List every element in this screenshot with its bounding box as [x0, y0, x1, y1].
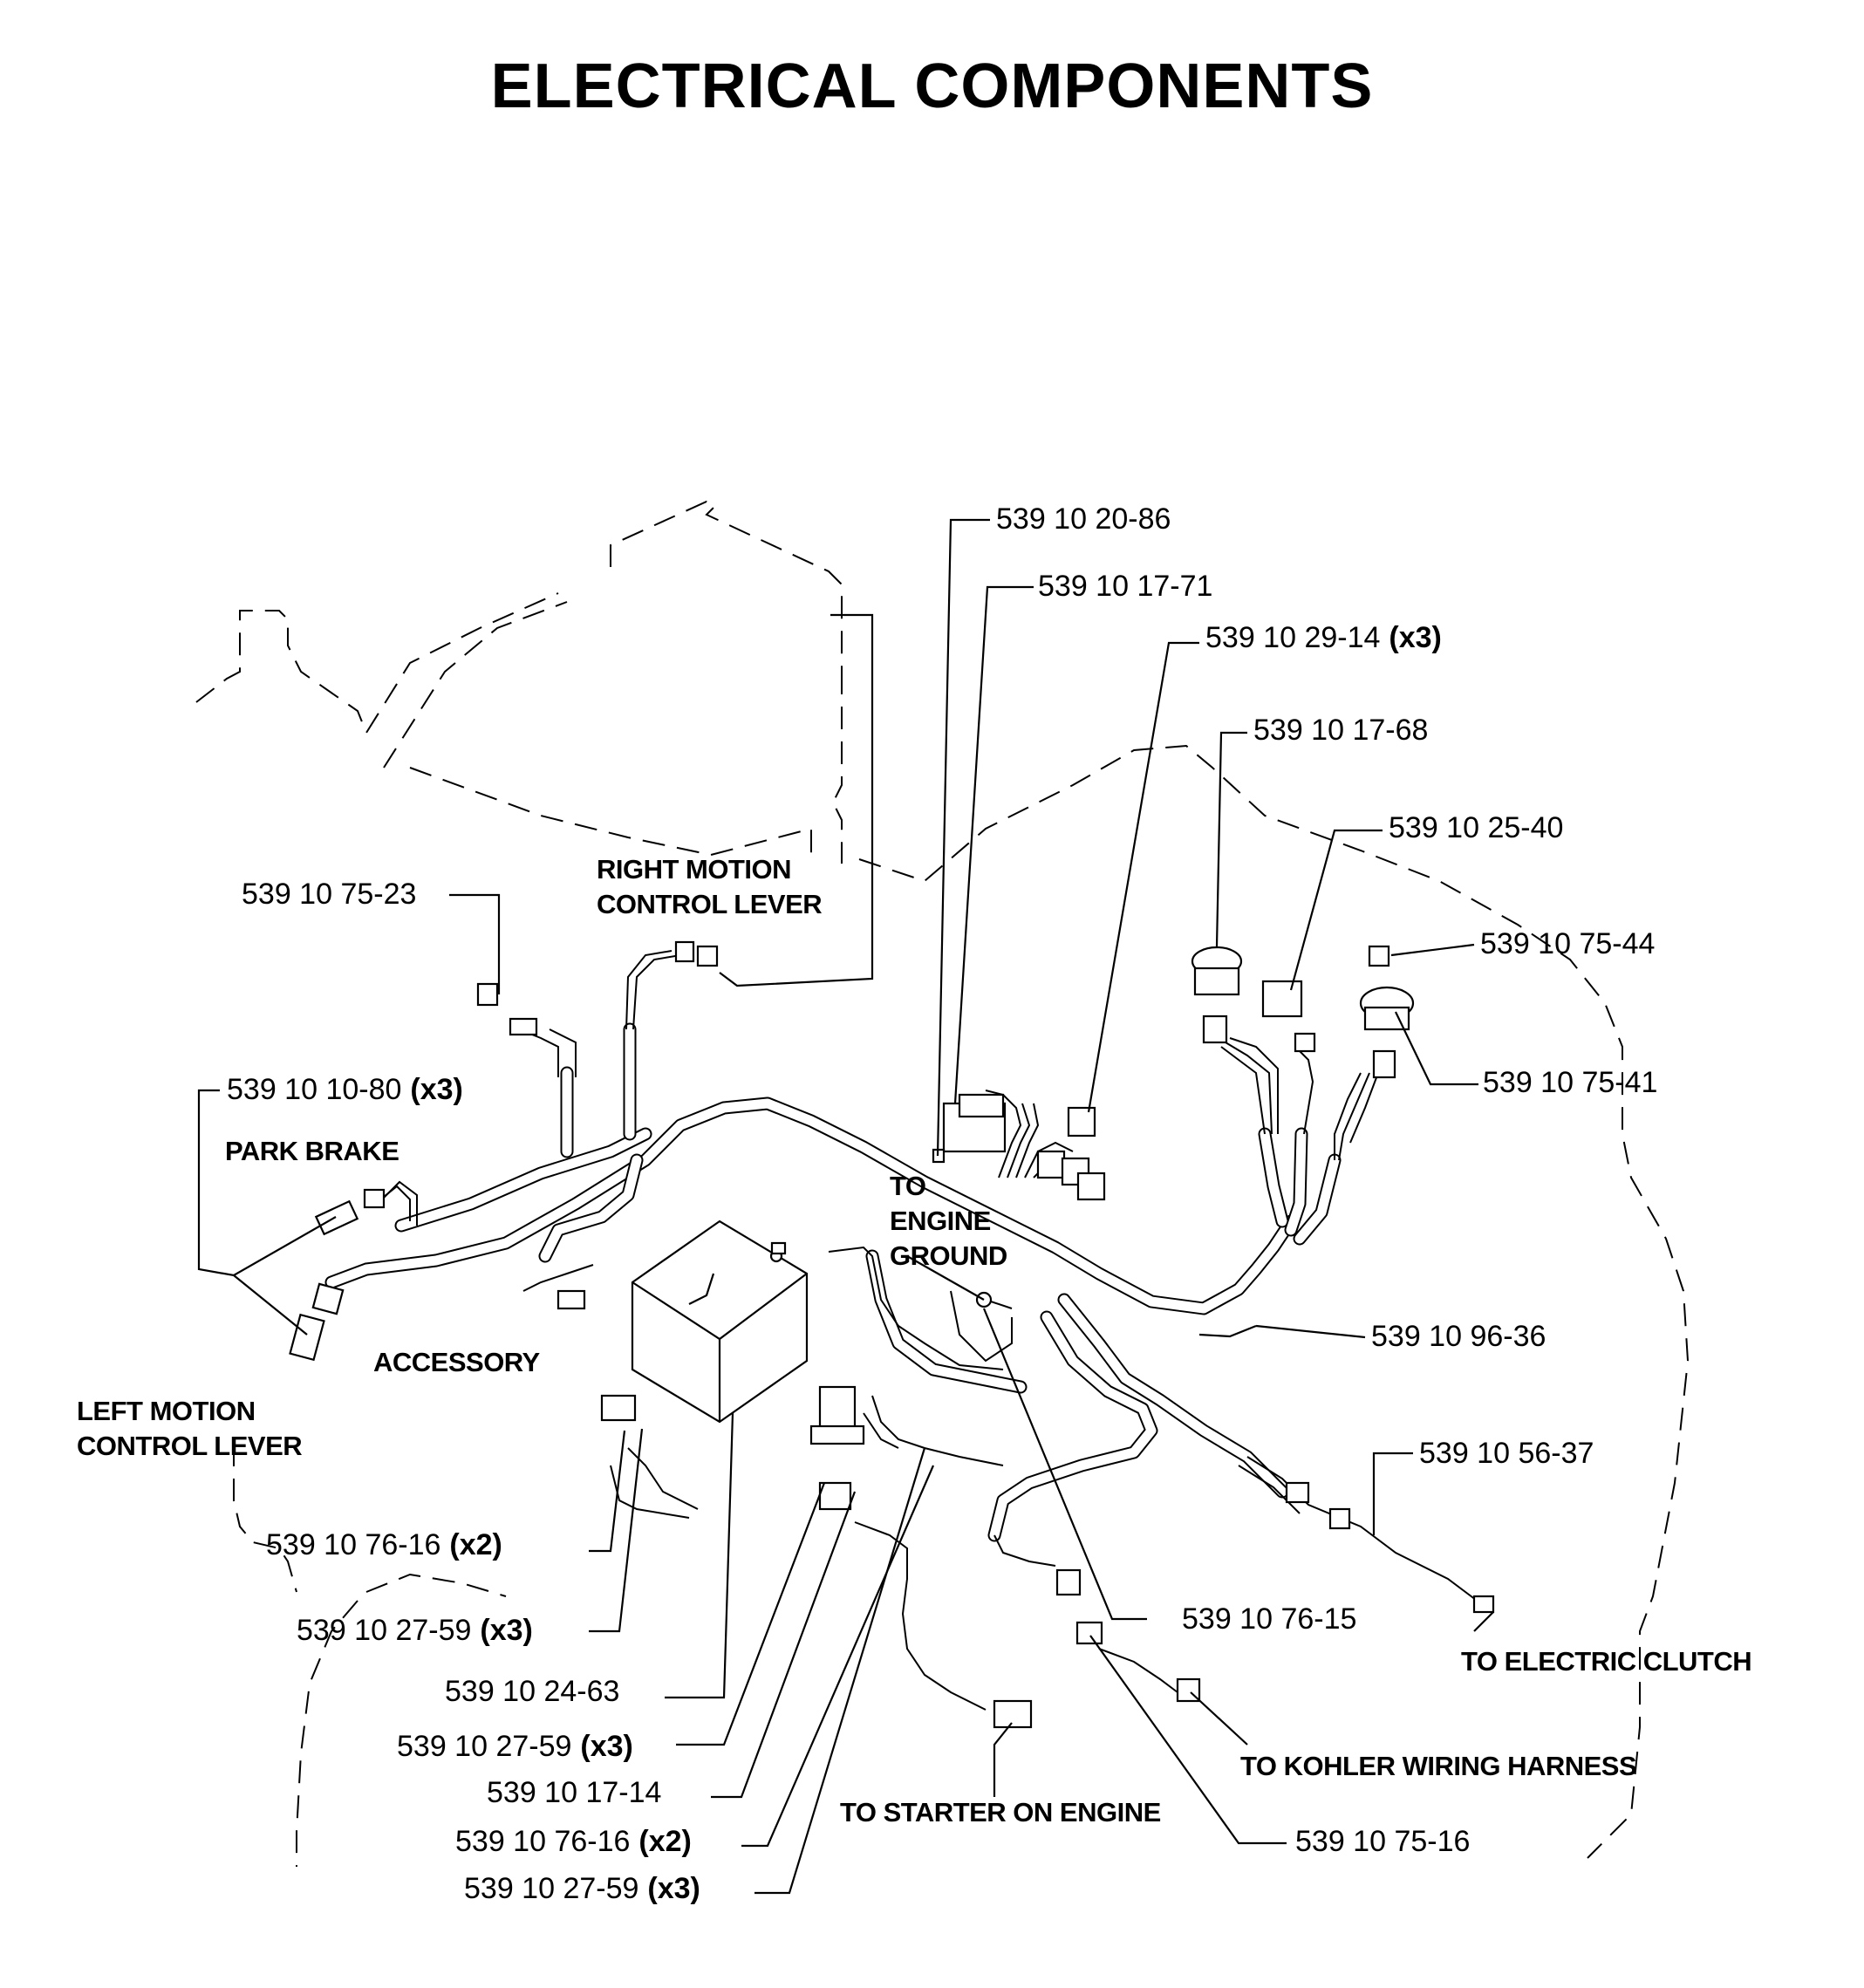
- part-label: 539 10 27-59(x3): [464, 1872, 700, 1905]
- part-label: 539 10 75-23: [242, 878, 416, 911]
- part-label: 539 10 76-16(x2): [266, 1528, 502, 1561]
- part-label: 539 10 29-14(x3): [1205, 621, 1442, 654]
- label-right-motion-2: CONTROL LEVER: [597, 889, 822, 919]
- part-label: 539 10 25-40: [1389, 811, 1563, 844]
- connector-parts: [289, 940, 1495, 1729]
- main-harness: [324, 1022, 1342, 1542]
- page-title: ELECTRICAL COMPONENTS: [490, 51, 1374, 121]
- label-park-brake: PARK BRAKE: [225, 1136, 399, 1166]
- part-label: 539 10 27-59(x3): [297, 1614, 533, 1647]
- part-label: 539 10 17-14: [487, 1776, 661, 1809]
- label-engine-ground-2: ENGINE: [890, 1206, 991, 1236]
- leader-lines: [197, 518, 1494, 1895]
- battery: [631, 1219, 809, 1424]
- part-label: 539 10 76-15: [1182, 1602, 1356, 1636]
- part-label: 539 10 20-86: [996, 502, 1171, 536]
- part-label: 539 10 75-41: [1483, 1066, 1657, 1099]
- part-label: 539 10 27-59(x3): [397, 1730, 633, 1763]
- label-starter: TO STARTER ON ENGINE: [840, 1797, 1161, 1827]
- chassis-outline: [195, 500, 1690, 1867]
- label-engine-ground: TO: [890, 1171, 926, 1201]
- description-labels: RIGHT MOTION CONTROL LEVER PARK BRAKE AC…: [77, 854, 1752, 1827]
- part-label: 539 10 75-16: [1295, 1825, 1470, 1858]
- label-electric-clutch: TO ELECTRIC CLUTCH: [1461, 1646, 1751, 1677]
- wires: [374, 950, 1484, 1711]
- part-label: 539 10 75-44: [1480, 927, 1655, 960]
- label-left-motion: LEFT MOTION: [77, 1396, 256, 1426]
- part-label: 539 10 10-80(x3): [227, 1073, 463, 1106]
- label-left-motion-2: CONTROL LEVER: [77, 1431, 302, 1461]
- part-label: 539 10 96-36: [1371, 1320, 1546, 1353]
- part-label: 539 10 76-16(x2): [455, 1825, 692, 1858]
- part-label: 539 10 17-68: [1253, 714, 1428, 747]
- label-kohler-harness: TO KOHLER WIRING HARNESS: [1240, 1751, 1636, 1781]
- part-label: 539 10 56-37: [1419, 1437, 1594, 1470]
- label-right-motion: RIGHT MOTION: [597, 854, 791, 885]
- label-accessory: ACCESSORY: [373, 1347, 541, 1377]
- part-label: 539 10 24-63: [445, 1675, 619, 1708]
- part-label: 539 10 17-71: [1038, 570, 1212, 603]
- label-engine-ground-3: GROUND: [890, 1240, 1007, 1271]
- part-labels: 539 10 20-86 539 10 17-71 539 10 29-14(x…: [227, 502, 1657, 1905]
